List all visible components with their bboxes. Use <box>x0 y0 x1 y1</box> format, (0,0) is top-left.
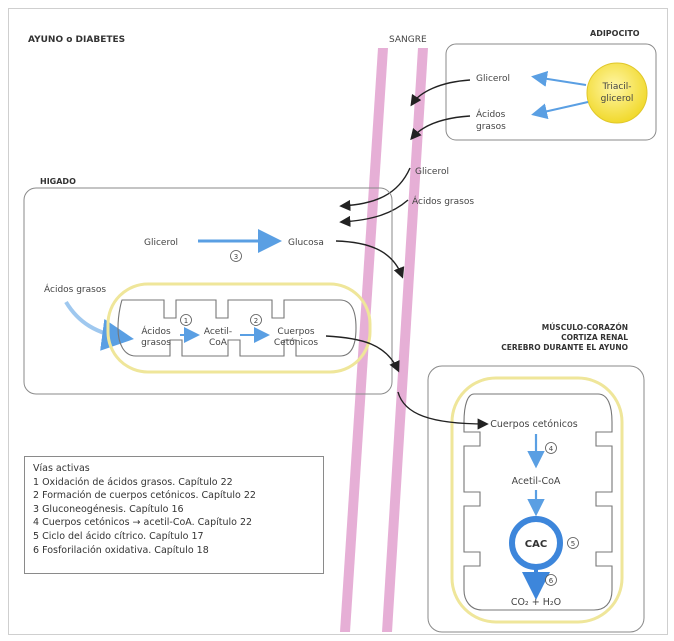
muscle-title-line-3: CEREBRO DURANTE EL AYUNO <box>501 343 628 352</box>
adipocyte-glycerol-label: Glicerol <box>476 74 510 84</box>
fatty-acids-to-liver-arrow <box>339 199 409 228</box>
step-3-label: 3 <box>234 253 238 261</box>
step-6-label: 6 <box>549 577 554 585</box>
muscle-mitochondrion-cristae <box>463 393 613 611</box>
liver-title: HIGADO <box>40 177 76 186</box>
page-title: AYUNO o DIABETES <box>28 35 125 45</box>
step-3-marker <box>230 250 242 262</box>
liver-mitochondrion-outer <box>106 282 372 374</box>
step-4-label: 4 <box>549 445 554 453</box>
legend-title: Vías activas <box>33 463 90 474</box>
step-1-marker <box>180 314 192 326</box>
fatty-acids-to-blood-arrow <box>410 115 471 141</box>
step-6-marker <box>545 574 557 586</box>
products-label: CO₂ + H₂O <box>511 597 561 608</box>
adipocyte-title: ADIPOCITO <box>590 29 640 38</box>
triacylglycerol-label-2: glicerol <box>601 94 634 104</box>
liver-glucose-label: Glucosa <box>288 238 324 248</box>
mito-fatty-acids-label-2: grasos <box>141 338 171 348</box>
legend-item: 2 Formación de cuerpos cetónicos. Capítu… <box>33 490 256 502</box>
liver-glycerol-label: Glicerol <box>144 238 178 248</box>
adipocyte-box <box>445 43 657 141</box>
glucose-to-blood-arrow <box>335 240 405 279</box>
cac-cycle-ring <box>509 516 563 570</box>
legend-item: 6 Fosforilación oxidativa. Capítulo 18 <box>33 544 209 556</box>
step-2-marker <box>250 314 262 326</box>
ketone-bodies-to-blood-arrow <box>325 335 400 373</box>
active-pathways-legend: Vías activas 1 Oxidación de ácidos graso… <box>24 456 324 574</box>
muscle-title-line-2: CORTIZA RENAL <box>561 333 628 342</box>
glycerol-to-liver-arrow <box>339 167 411 212</box>
adipocyte-fatty-acids-label-2: grasos <box>476 122 506 132</box>
mito-ketone-bodies-label-2: Cetónicos <box>274 337 319 348</box>
adipocyte-fatty-acids-label-1: Ácidos <box>476 108 506 120</box>
muscle-mitochondrion-outer <box>450 376 624 624</box>
step-1-label: 1 <box>184 317 188 325</box>
legend-item: 1 Oxidación de ácidos grasos. Capítulo 2… <box>33 476 233 488</box>
muscle-title-line-1: MÚSCULO-CORAZÓN <box>542 323 628 332</box>
legend-item: 5 Ciclo del ácido cítrico. Capítulo 17 <box>33 530 204 542</box>
lipolysis-fatty-acids-arrow <box>531 101 589 120</box>
liver-mitochondrion-cristae <box>117 299 357 357</box>
muscle-box <box>427 365 645 633</box>
triacylglycerol-label-1: Triacil- <box>601 82 631 92</box>
legend-item: 4 Cuerpos cetónicos → acetil-CoA. Capítu… <box>33 517 253 529</box>
lipolysis-glycerol-arrow <box>531 70 587 87</box>
cac-label: CAC <box>525 539 547 550</box>
ketone-bodies-to-muscle-arrow <box>397 391 489 430</box>
blood-glycerol-label: Glicerol <box>415 167 449 177</box>
mito-ketone-bodies-label-1: Cuerpos <box>277 327 314 337</box>
blood-vessel <box>340 48 428 632</box>
muscle-acetyl-coa-label: Acetil-CoA <box>512 476 561 487</box>
triacylglycerol-droplet <box>586 62 648 124</box>
legend-item: 3 Gluconeogénesis. Capítulo 16 <box>33 503 184 515</box>
glycerol-to-blood-arrow <box>410 79 471 107</box>
mito-acetyl-coa-label-2: CoA <box>209 338 228 348</box>
blood-fatty-acids-label: Ácidos grasos <box>412 195 474 207</box>
mito-fatty-acids-label-1: Ácidos <box>141 325 171 337</box>
mito-acetyl-coa-label-1: Acetil- <box>204 327 232 337</box>
blood-label: SANGRE <box>389 35 427 45</box>
step-5-marker <box>567 537 579 549</box>
step-4-marker <box>545 442 557 454</box>
liver-box <box>23 187 393 395</box>
step-2-label: 2 <box>254 317 258 325</box>
liver-fatty-acids-label: Ácidos grasos <box>44 283 106 295</box>
step-5-label: 5 <box>571 540 575 548</box>
fatty-acids-entry-arrow <box>64 300 134 351</box>
muscle-ketone-bodies-label: Cuerpos cetónicos <box>490 419 578 430</box>
